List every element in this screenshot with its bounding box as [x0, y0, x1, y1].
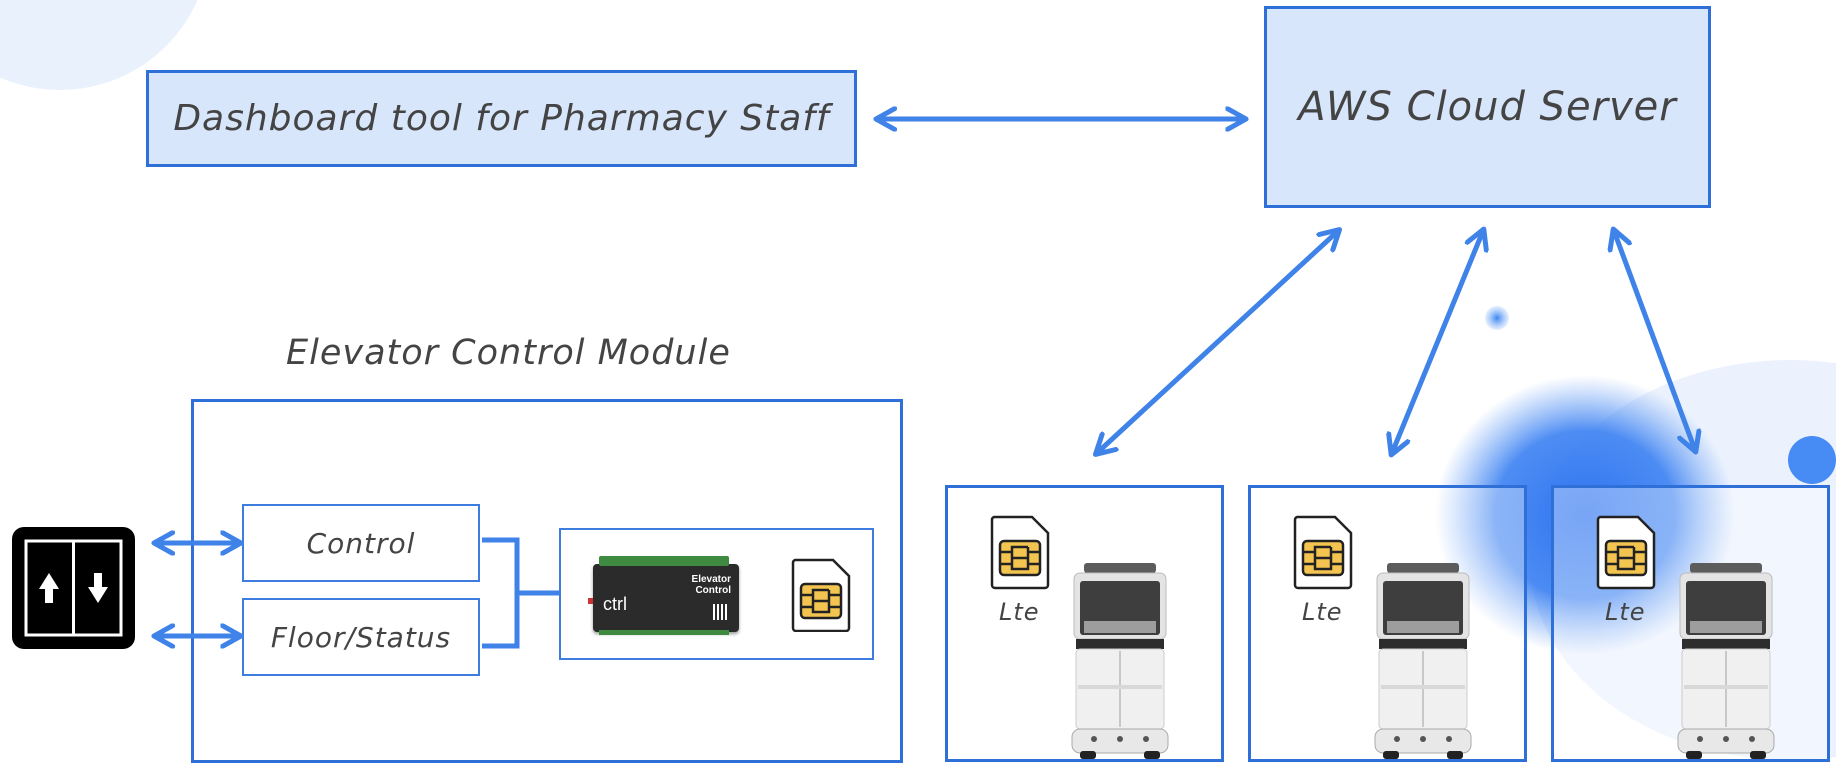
dashboard-box: Dashboard tool for Pharmacy Staff: [146, 70, 857, 167]
cloud-robot-3-arrow: [1614, 231, 1695, 450]
controller-device-text: ctrl: [603, 594, 627, 614]
floor-status-label: Floor/Status: [270, 620, 452, 654]
elevator-icon: [12, 527, 135, 649]
control-bracket: [482, 537, 520, 649]
controller-brand-line1: Elevator: [691, 574, 731, 585]
robot-2-sim-label: Lte: [1302, 598, 1343, 626]
sim-card-icon: [791, 558, 851, 636]
control-box: Control: [242, 504, 480, 582]
floor-status-box: Floor/Status: [242, 598, 480, 676]
robot-1-sim-label: Lte: [999, 598, 1040, 626]
controller-device-image: ctrl Elevator Control: [588, 556, 739, 635]
robot-3-sim-label: Lte: [1605, 598, 1646, 626]
cloud-server-label: AWS Cloud Server: [1298, 84, 1677, 130]
cloud-robot-2-arrow: [1392, 231, 1483, 453]
dashboard-label: Dashboard tool for Pharmacy Staff: [173, 98, 830, 139]
cloud-server-box: AWS Cloud Server: [1264, 6, 1711, 208]
controller-box: ctrl Elevator Control: [559, 528, 874, 660]
cloud-robot-1-arrow: [1097, 231, 1338, 453]
control-label: Control: [306, 526, 416, 560]
elevator-module-title: Elevator Control Module: [286, 333, 731, 373]
controller-brand-line2: Control: [695, 585, 731, 596]
